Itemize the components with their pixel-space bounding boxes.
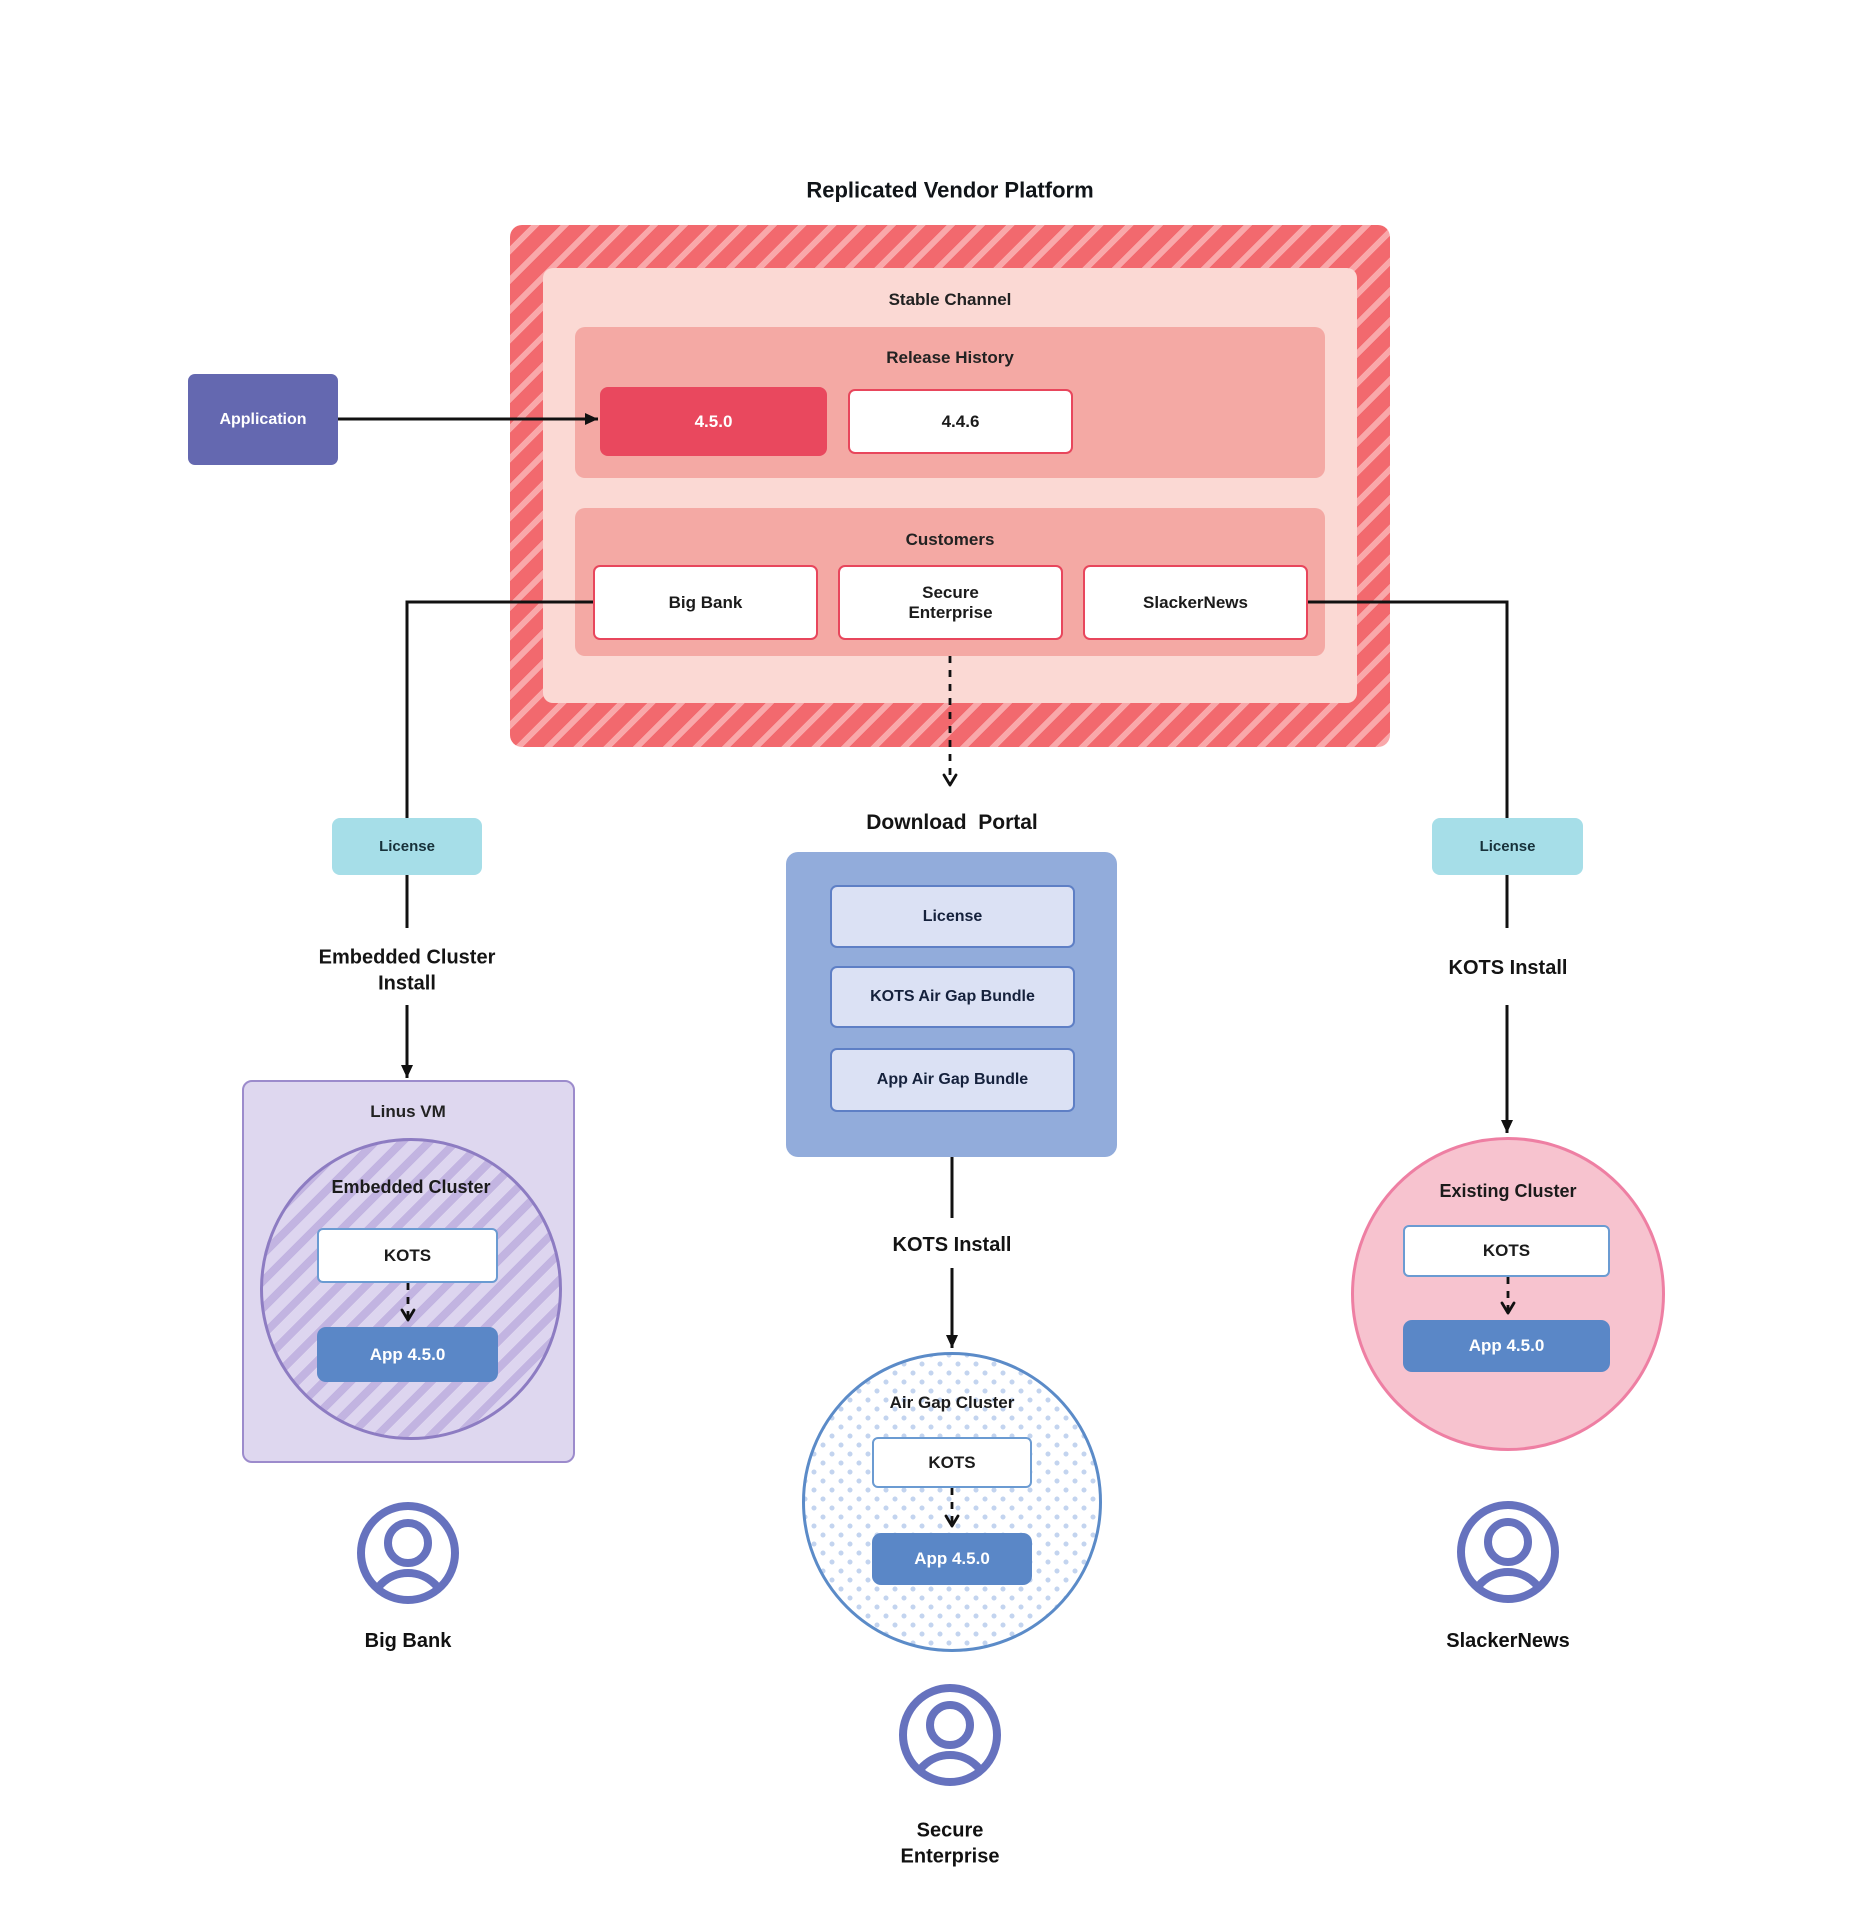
app-box-left: App 4.5.0 xyxy=(317,1327,498,1382)
app-box-mid: App 4.5.0 xyxy=(872,1533,1032,1585)
air-gap-cluster-label: Air Gap Cluster xyxy=(889,1392,1015,1412)
download-portal-title: Download Portal xyxy=(866,811,1038,835)
portal-item-kots-airgap-bundle: KOTS Air Gap Bundle xyxy=(830,966,1075,1028)
portal-item-app-airgap-bundle: App Air Gap Bundle xyxy=(830,1048,1075,1112)
linus-vm-label: Linus VM xyxy=(370,1101,446,1121)
kots-box-right: KOTS xyxy=(1403,1225,1610,1277)
customer-slackernews: SlackerNews xyxy=(1083,565,1308,640)
stable-channel-label: Stable Channel xyxy=(888,289,1012,309)
kots-box-mid: KOTS xyxy=(872,1437,1032,1488)
existing-cluster-label: Existing Cluster xyxy=(1439,1181,1577,1202)
kots-install-label-right: KOTS Install xyxy=(1448,956,1568,979)
license-chip-left: License xyxy=(332,818,482,875)
release-history-label: Release History xyxy=(886,347,1014,367)
slackernews-user-label: SlackerNews xyxy=(1446,1629,1570,1652)
secure-enterprise-user-icon xyxy=(899,1684,1001,1786)
customers-label: Customers xyxy=(905,529,995,549)
license-chip-right: License xyxy=(1432,818,1583,875)
page-title: Replicated Vendor Platform xyxy=(806,177,1094,203)
app-box-right: App 4.5.0 xyxy=(1403,1320,1610,1372)
customer-big-bank: Big Bank xyxy=(593,565,818,640)
big-bank-user-icon xyxy=(357,1502,459,1604)
release-4-4-6: 4.4.6 xyxy=(848,389,1073,454)
secure-enterprise-user-label: Secure Enterprise xyxy=(900,1819,1000,1868)
kots-box-left: KOTS xyxy=(317,1228,498,1283)
embedded-cluster-install-label: Embedded Cluster Install xyxy=(318,946,496,995)
embedded-cluster-circle xyxy=(260,1138,562,1440)
customer-secure-enterprise: Secure Enterprise xyxy=(838,565,1063,640)
kots-install-label-mid: KOTS Install xyxy=(892,1233,1012,1256)
big-bank-user-label: Big Bank xyxy=(364,1629,452,1652)
slackernews-user-icon xyxy=(1457,1501,1559,1603)
portal-item-license: License xyxy=(830,885,1075,948)
embedded-cluster-label: Embedded Cluster xyxy=(331,1177,491,1198)
application-node: Application xyxy=(188,374,338,465)
release-4-5-0: 4.5.0 xyxy=(600,387,827,456)
